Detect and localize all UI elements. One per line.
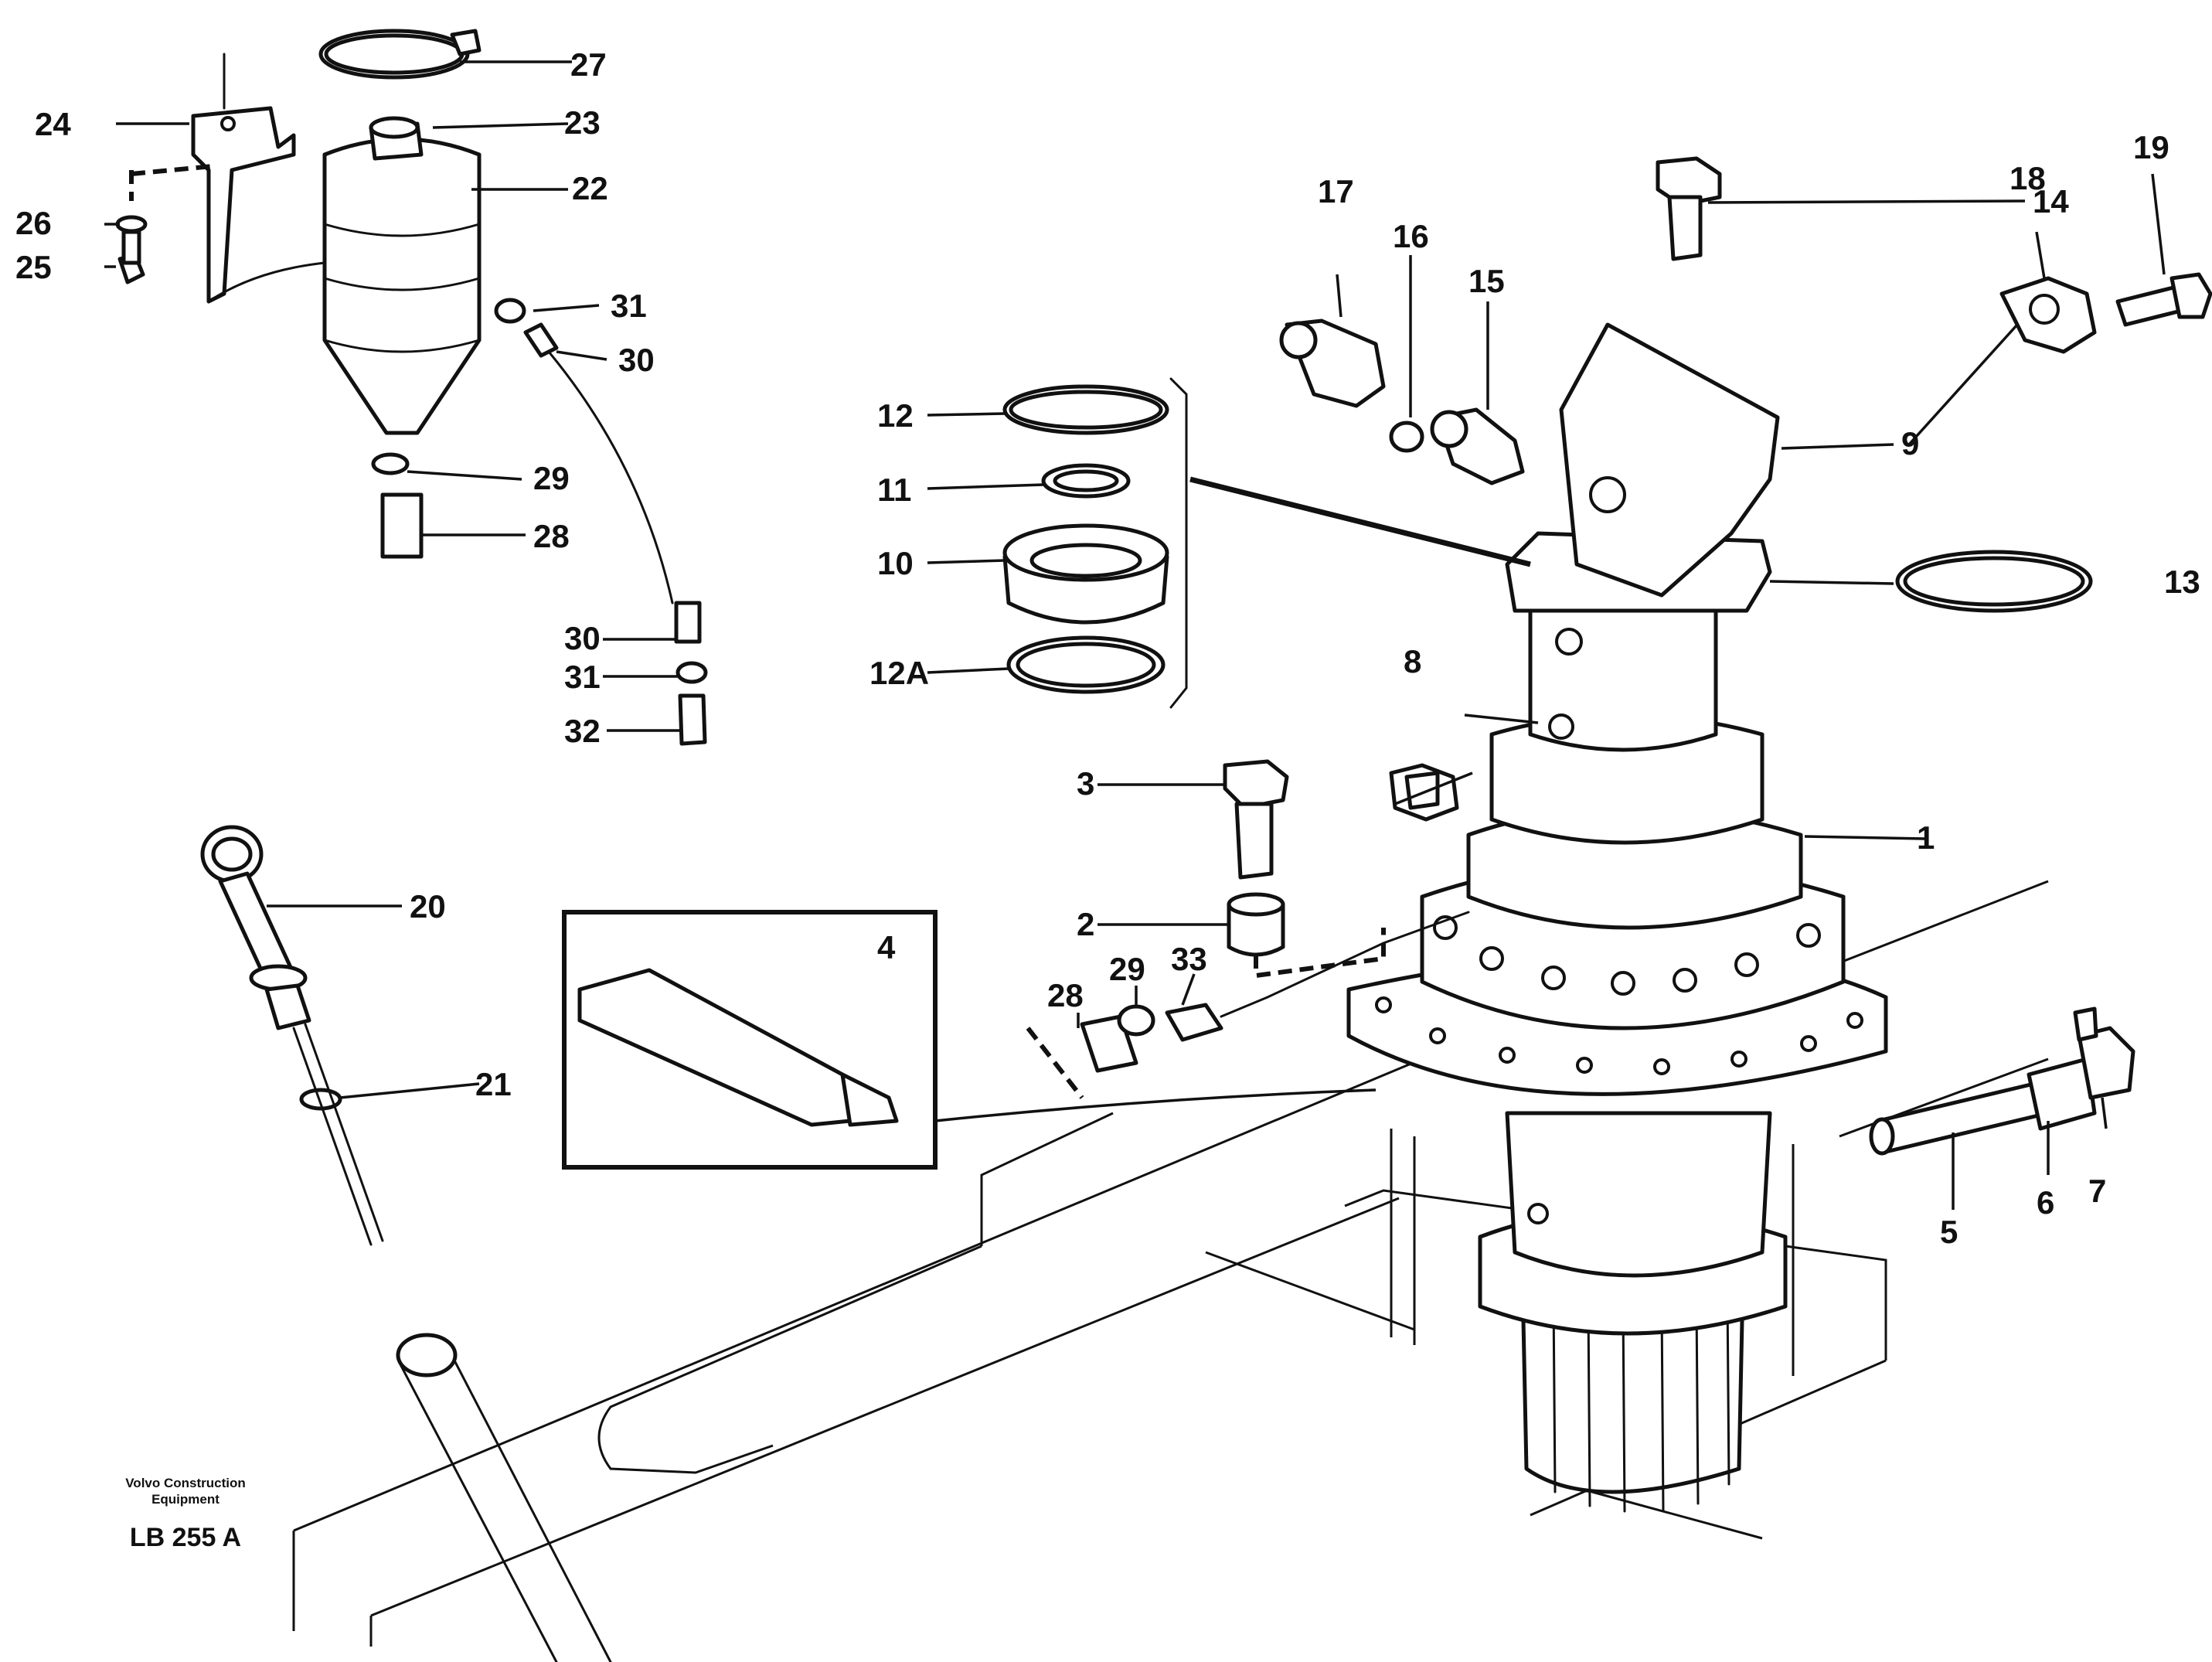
bolt-3 — [1223, 759, 1289, 880]
drawing-footer: Volvo Construction Equipment LB 255 A — [125, 1476, 246, 1552]
hose-nipple-assembly — [1080, 911, 1470, 1073]
callout-22: 22 — [572, 170, 608, 206]
callout-29-top: 29 — [533, 460, 570, 496]
grease-tube-box — [562, 910, 938, 1170]
callout-21: 21 — [475, 1066, 512, 1102]
callout-31-top: 31 — [611, 288, 647, 324]
callout-28-top: 28 — [533, 518, 570, 554]
callout-10: 10 — [877, 545, 914, 581]
callout-6: 6 — [2037, 1184, 2054, 1221]
drawing-code: LB 255 A — [130, 1523, 241, 1552]
callout-20: 20 — [410, 888, 446, 925]
breather-plug — [1389, 763, 1459, 822]
callout-13: 13 — [2164, 564, 2200, 600]
bolt-25 — [117, 230, 145, 284]
callout-23: 23 — [564, 104, 601, 141]
callout-14: 14 — [2033, 183, 2069, 220]
oil-drain-pipe — [1869, 1006, 2135, 1156]
callout-29-bottom: 29 — [1109, 951, 1145, 987]
callout-28-bottom: 28 — [1047, 977, 1084, 1013]
bolt-19 — [2115, 272, 2212, 327]
leader-lines — [104, 60, 2166, 1210]
bolt-14 — [1656, 156, 1722, 261]
callout-12a: 12A — [869, 655, 929, 691]
callout-33: 33 — [1171, 941, 1207, 977]
callout-7: 7 — [2088, 1173, 2106, 1209]
swing-gearbox — [1346, 322, 1888, 1513]
callout-17: 17 — [1318, 173, 1354, 209]
callout-9: 9 — [1901, 425, 1919, 461]
callout-30-top: 30 — [618, 342, 655, 378]
seal-kit — [1002, 377, 1188, 709]
clamp-18 — [1999, 276, 2097, 354]
hose-fittings — [1279, 318, 1525, 485]
callout-30-bottom: 30 — [564, 620, 601, 656]
callout-24: 24 — [35, 106, 71, 142]
callout-31-bottom: 31 — [564, 659, 601, 695]
drain-hose-30 — [494, 298, 708, 746]
o-ring-13 — [1895, 550, 2093, 613]
callout-12: 12 — [877, 397, 914, 434]
callout-11: 11 — [877, 472, 911, 508]
callout-27: 27 — [570, 46, 607, 83]
callout-4: 4 — [877, 929, 896, 966]
callout-3: 3 — [1077, 765, 1094, 802]
oil-reservoir — [322, 116, 482, 559]
washer-26 — [115, 215, 148, 233]
callout-16: 16 — [1393, 218, 1429, 254]
dipstick — [200, 825, 612, 1662]
callout-18: 18 — [2010, 160, 2046, 196]
brand-line-2: Equipment — [151, 1492, 219, 1507]
callout-8: 8 — [1404, 643, 1421, 679]
callout-26: 26 — [15, 205, 52, 241]
callout-labels: 1 2 3 4 5 6 7 8 9 10 11 12 12A 13 14 15 … — [15, 46, 2200, 1250]
callout-32: 32 — [564, 713, 601, 749]
brand-line-1: Volvo Construction — [125, 1476, 246, 1490]
callout-1: 1 — [1917, 819, 1935, 856]
callout-15: 15 — [1468, 263, 1505, 299]
callout-5: 5 — [1940, 1214, 1958, 1250]
callout-19: 19 — [2133, 129, 2169, 165]
callout-2: 2 — [1077, 906, 1094, 942]
bracket-24 — [191, 53, 326, 304]
hose-clamp-27 — [318, 29, 482, 80]
callout-25: 25 — [15, 249, 52, 285]
spacer-2 — [1227, 892, 1285, 957]
